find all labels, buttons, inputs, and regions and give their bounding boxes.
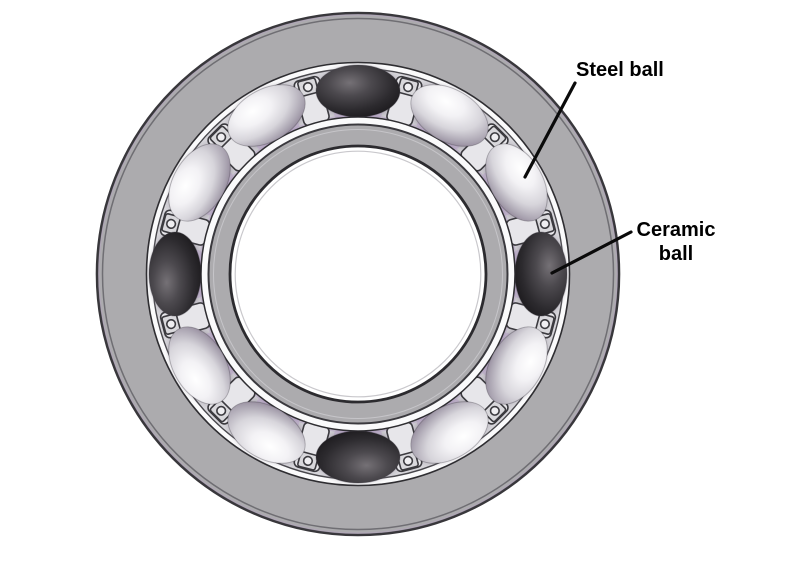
steel-ball — [168, 326, 231, 405]
steel-ball — [410, 84, 489, 147]
steel-ball-label: Steel ball — [576, 59, 664, 81]
steel-ball — [227, 84, 306, 147]
bore-hole — [228, 144, 488, 404]
bore-chamfer-line — [234, 150, 482, 398]
ceramic-ball-label-line1: Ceramic — [636, 219, 716, 241]
ceramic-ball-label-line2: ball — [658, 243, 694, 265]
outer-ring-lavender-sheen — [97, 13, 619, 535]
ceramic-ball-label: Ceramic ball — [626, 218, 726, 266]
inner-ring-chamfer-line — [213, 129, 503, 419]
outer-ring-chamfer-line — [101, 17, 615, 531]
balls-layer — [148, 64, 568, 484]
ceramic-ball-leader-line — [550, 230, 633, 275]
steel-ball — [227, 401, 306, 464]
steel-ball — [410, 401, 489, 464]
ceramic-ball — [315, 64, 401, 118]
steel-ball — [485, 326, 548, 405]
ceramic-ball — [514, 231, 568, 317]
ceramic-ball — [148, 231, 202, 317]
steel-ball-leader-line — [523, 81, 577, 179]
ceramic-ball — [315, 430, 401, 484]
steel-ball — [168, 143, 231, 222]
